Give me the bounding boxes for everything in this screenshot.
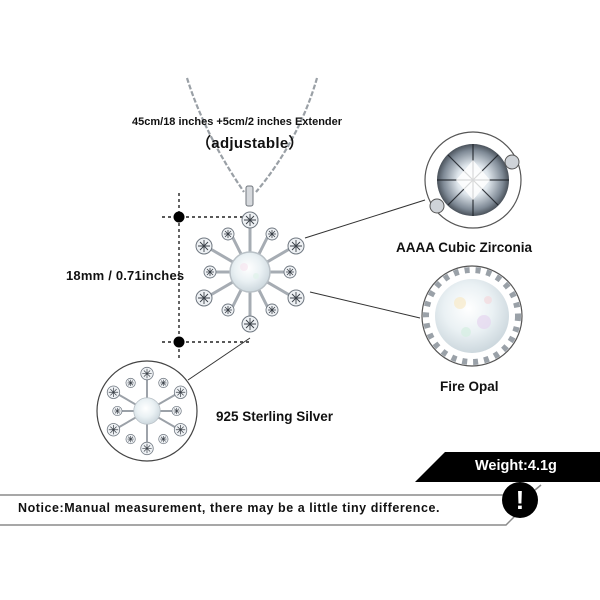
sterling-silver-label: 925 Sterling Silver: [216, 409, 334, 424]
chain-length-label: 45cm/18 inches +5cm/2 inches Extender: [132, 116, 343, 128]
sterling-silver-closeup: [96, 360, 198, 462]
cubic-zirconia-label: AAAA Cubic Zirconia: [396, 240, 533, 255]
notice-bar-shape: [0, 494, 517, 526]
fire-opal-label: Fire Opal: [440, 379, 499, 394]
necklace-chain: [185, 77, 319, 193]
cubic-zirconia-closeup: [424, 131, 522, 229]
adjustable-label: （adjustable）: [196, 135, 304, 152]
weight-banner-shape: [415, 452, 600, 482]
fire-opal-closeup: [421, 265, 523, 367]
callout-lines: [187, 199, 426, 381]
exclamation-icon: !: [515, 485, 525, 515]
snowflake-pendant: [195, 211, 305, 333]
measure-dot-bottom: [173, 336, 185, 348]
notice-text: Notice:Manual measurement, there may be …: [18, 501, 440, 515]
weight-label: Weight:4.1g: [475, 458, 557, 474]
pendant-size-label: 18mm / 0.71inches: [66, 268, 185, 283]
alert-badge: [502, 482, 538, 518]
pendant-bail: [245, 185, 254, 207]
measure-dot-top: [173, 211, 185, 223]
